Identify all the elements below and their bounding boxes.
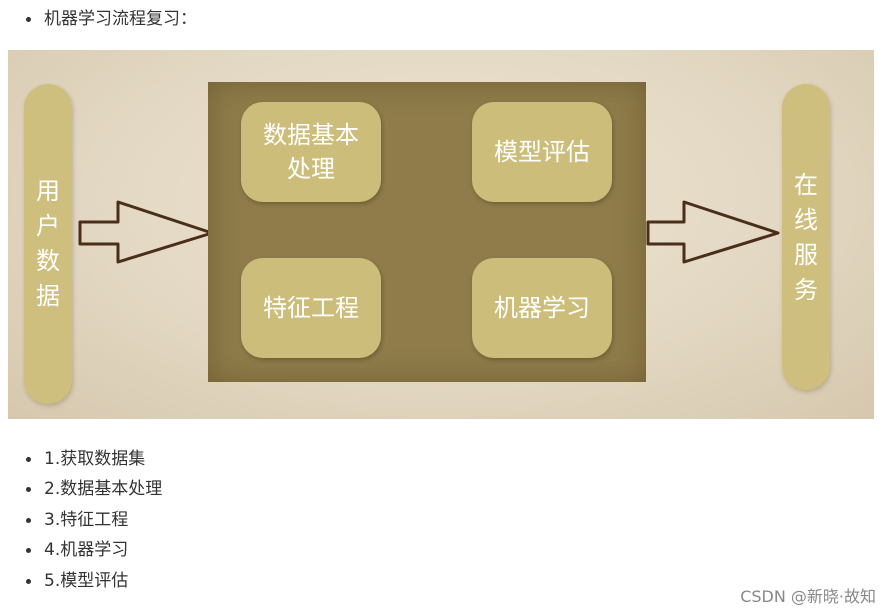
node-machine-learning: 机器学习 [472,258,612,358]
user-data-pill: 用 户 数 据 [24,84,72,404]
step-text-4: 4.机器学习 [44,540,129,560]
arrow-user-to-center [78,200,214,264]
step-text-5: 5.模型评估 [44,571,129,591]
node-feature-engineering: 特征工程 [241,258,381,358]
user-data-char-4: 据 [36,282,60,310]
user-data-char-3: 数 [36,247,60,275]
intro-item: 机器学习流程复习： [26,8,197,30]
step-text-1: 1.获取数据集 [44,449,146,469]
step-text-3: 3.特征工程 [44,510,129,530]
intro-text: 机器学习流程复习： [44,9,197,29]
online-service-char-2: 线 [794,206,818,234]
node-feature-engineering-label: 特征工程 [263,294,359,322]
step-item-2: 2.数据基本处理 [26,478,162,500]
step-item-5: 5.模型评估 [26,570,128,592]
step-item-3: 3.特征工程 [26,509,128,531]
node-machine-learning-label: 机器学习 [494,294,590,322]
node-data-processing: 数据基本 处理 [241,102,381,202]
online-service-pill: 在 线 服 务 [782,84,830,390]
node-data-processing-line-2: 处理 [287,155,335,183]
node-model-eval: 模型评估 [472,102,612,202]
ml-workflow-diagram: 用 户 数 据 在 线 服 务 数据基本 处理 模型评估 特征工程 机器学习 [8,50,874,419]
user-data-char-2: 户 [36,212,60,240]
step-text-2: 2.数据基本处理 [44,479,163,499]
arrow-center-to-service [646,200,780,264]
node-model-eval-label: 模型评估 [494,138,590,166]
step-item-1: 1.获取数据集 [26,448,145,470]
online-service-char-4: 务 [794,276,818,304]
user-data-char-1: 用 [36,177,60,205]
node-data-processing-line-1: 数据基本 [263,121,359,149]
watermark: CSDN @新晓·故知 [740,587,876,606]
online-service-char-3: 服 [794,241,818,269]
online-service-char-1: 在 [794,171,818,199]
step-item-4: 4.机器学习 [26,539,128,561]
